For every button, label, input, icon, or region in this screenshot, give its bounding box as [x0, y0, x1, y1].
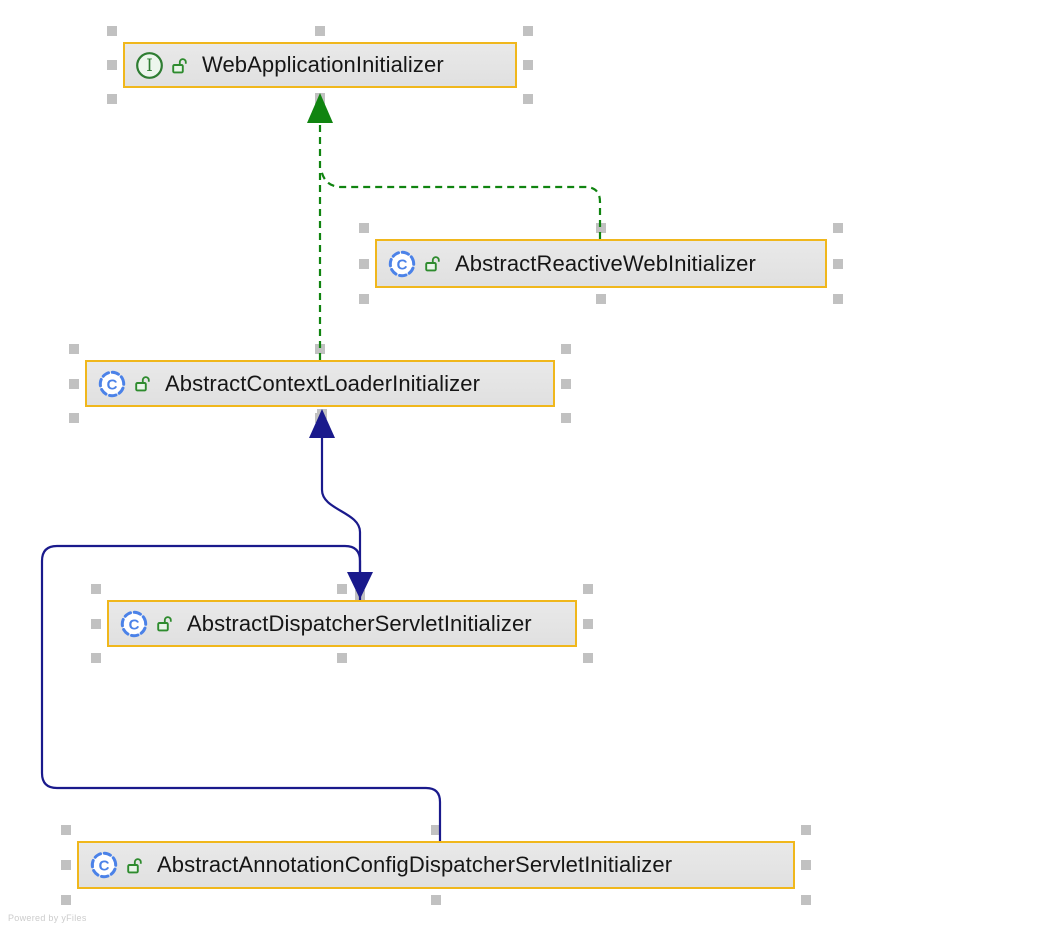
unlocked-public-icon — [135, 375, 152, 392]
selection-handle[interactable] — [561, 344, 571, 354]
class-node-abstract-context-loader-initializer[interactable]: C AbstractContextLoaderInitializer — [85, 360, 555, 407]
selection-handle[interactable] — [833, 258, 843, 269]
extends-edge-abstract-annotation-config-dispatcher-servlet-initializer-to-abstract-dispatcher-servlet-initializer[interactable] — [40, 544, 442, 841]
svg-text:C: C — [397, 256, 408, 273]
class-node-abstract-annotation-config-dispatcher-servlet-initializer[interactable]: C AbstractAnnotationConfigDispatcherServl… — [77, 841, 795, 889]
selection-handle[interactable] — [107, 26, 117, 36]
abstract-class-icon: C — [387, 249, 417, 279]
implements-edge-abstract-reactive-web-initializer-to-web-application-initializer[interactable] — [319, 168, 602, 239]
selection-handle[interactable] — [359, 258, 369, 269]
selection-handle[interactable] — [833, 223, 843, 233]
selection-handle[interactable] — [583, 618, 593, 629]
unlocked-public-icon — [157, 615, 174, 632]
class-name-label: WebApplicationInitializer — [202, 52, 444, 77]
selection-handle[interactable] — [315, 344, 325, 354]
selection-handle[interactable] — [596, 294, 606, 304]
selection-handle[interactable] — [61, 860, 71, 870]
unlocked-public-icon — [425, 255, 442, 272]
selection-handle[interactable] — [91, 584, 101, 594]
implements-edge-line[interactable] — [319, 168, 602, 239]
class-name-label: AbstractReactiveWebInitializer — [455, 250, 756, 276]
svg-text:I: I — [146, 56, 153, 75]
selection-handle[interactable] — [337, 653, 347, 663]
selection-handle[interactable] — [107, 60, 117, 70]
selection-handle[interactable] — [431, 895, 441, 905]
svg-text:C: C — [99, 857, 110, 874]
selection-handle[interactable] — [315, 26, 325, 36]
selection-handle[interactable] — [801, 895, 811, 905]
class-node-abstract-reactive-web-initializer[interactable]: C AbstractReactiveWebInitializer — [375, 239, 827, 288]
selection-handle[interactable] — [833, 294, 843, 304]
selection-handle[interactable] — [107, 94, 117, 104]
selection-handle[interactable] — [596, 223, 606, 233]
interface-icon: I — [135, 51, 164, 80]
selection-handle[interactable] — [523, 60, 533, 70]
selection-handle[interactable] — [69, 413, 79, 423]
class-name-label: AbstractAnnotationConfigDispatcherServle… — [157, 852, 673, 877]
selection-handle[interactable] — [561, 413, 571, 423]
unlocked-public-icon — [172, 57, 189, 74]
selection-handle[interactable] — [523, 26, 533, 36]
class-name-label: AbstractContextLoaderInitializer — [165, 370, 481, 396]
class-node-web-application-initializer[interactable]: I WebApplicationInitializer — [123, 42, 517, 88]
selection-handle[interactable] — [69, 378, 79, 389]
abstract-class-icon: C — [119, 609, 149, 639]
selection-handle[interactable] — [523, 94, 533, 104]
class-name-label: AbstractDispatcherServletInitializer — [187, 610, 532, 636]
selection-handle[interactable] — [801, 825, 811, 835]
svg-text:C: C — [107, 376, 118, 393]
extends-edge-line[interactable] — [40, 544, 442, 841]
selection-handle[interactable] — [69, 344, 79, 354]
yfiles-watermark: Powered by yFiles — [8, 913, 87, 923]
selection-handle[interactable] — [91, 653, 101, 663]
implements-edge-abstract-context-loader-initializer-to-web-application-initializer[interactable] — [307, 93, 333, 360]
svg-text:C: C — [129, 616, 140, 633]
extends-edge-line[interactable] — [320, 437, 362, 600]
selection-handle[interactable] — [801, 860, 811, 870]
selection-handle[interactable] — [91, 618, 101, 629]
selection-handle[interactable] — [359, 223, 369, 233]
extends-edge-abstract-dispatcher-servlet-initializer-to-abstract-context-loader-initializer[interactable] — [309, 409, 362, 600]
selection-handle[interactable] — [583, 584, 593, 594]
selection-handle[interactable] — [359, 294, 369, 304]
selection-handle[interactable] — [583, 653, 593, 663]
selection-handle[interactable] — [431, 825, 441, 835]
abstract-class-icon: C — [97, 369, 127, 399]
unlocked-public-icon — [127, 857, 144, 874]
edge-port-handle[interactable] — [315, 93, 325, 103]
edge-port-handle[interactable] — [317, 409, 327, 419]
selection-handle[interactable] — [61, 825, 71, 835]
class-node-abstract-dispatcher-servlet-initializer[interactable]: C AbstractDispatcherServletInitializer — [107, 600, 577, 647]
selection-handle[interactable] — [61, 895, 71, 905]
abstract-class-icon: C — [89, 850, 119, 880]
selection-handle[interactable] — [337, 584, 347, 594]
selection-handle[interactable] — [561, 378, 571, 389]
